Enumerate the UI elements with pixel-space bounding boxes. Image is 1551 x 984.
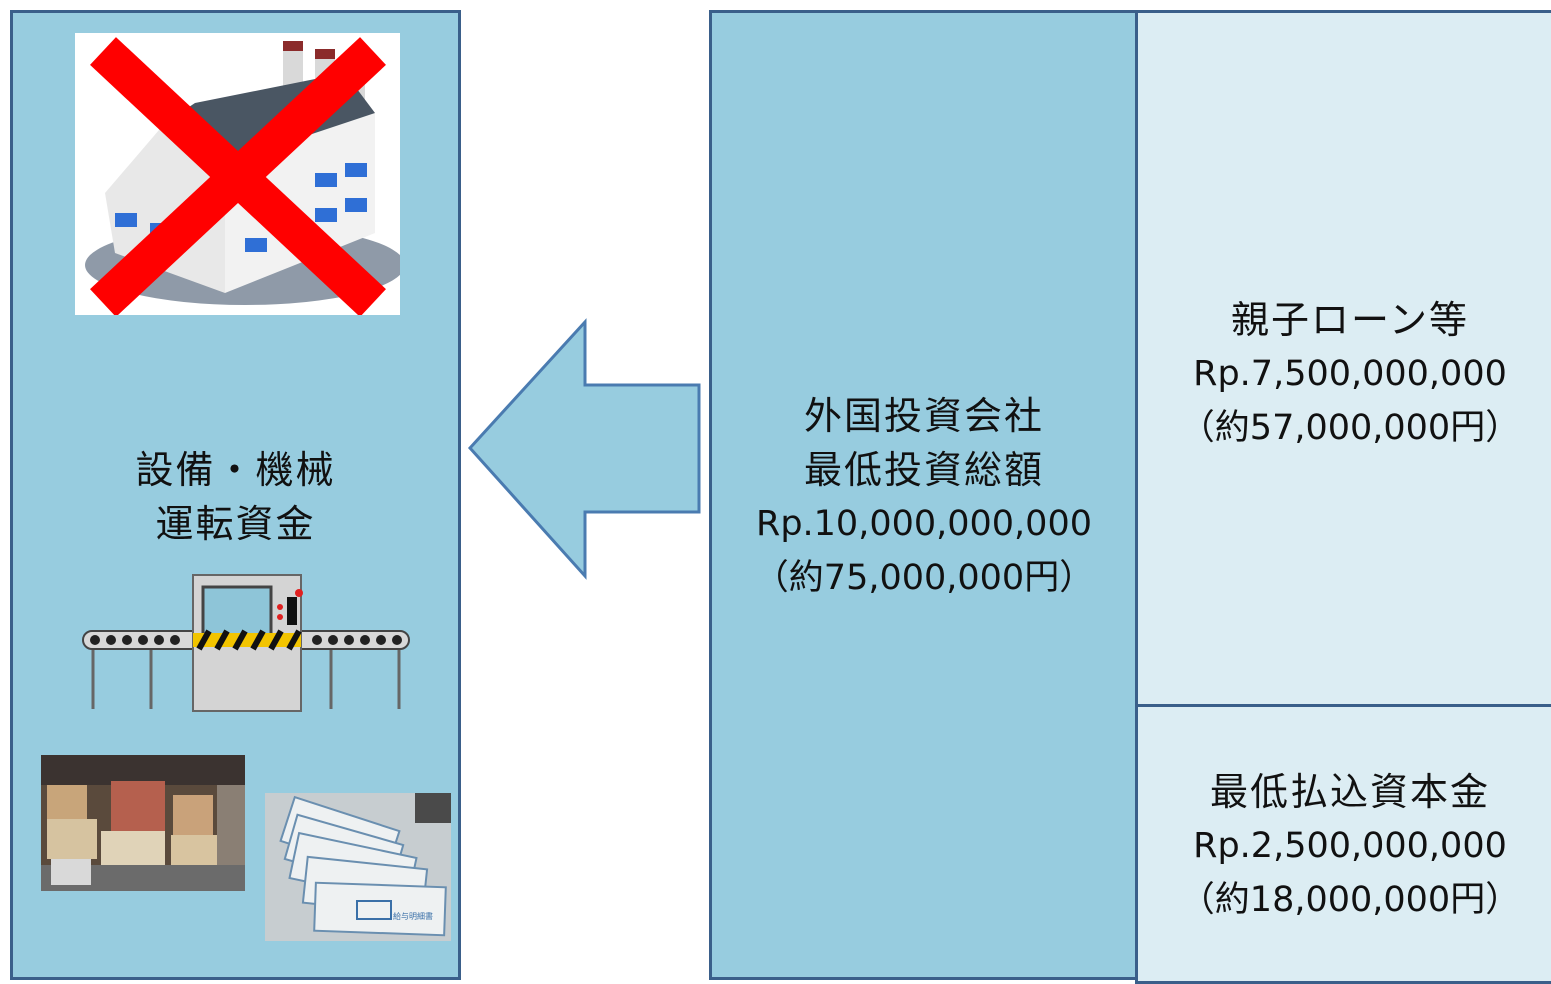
conveyor-machine-icon bbox=[81, 573, 411, 713]
min-total-investment-text: 最低投資総額 bbox=[803, 448, 1044, 492]
min-total-investment-amount: Rp.10,000,000,000 bbox=[756, 504, 1092, 544]
min-total-investment-yen: （約75,000,000円） bbox=[753, 558, 1095, 598]
paid-in-capital-panel: 最低払込資本金 Rp.2,500,000,000 （約18,000,000円） bbox=[1135, 704, 1551, 984]
equipment-machinery-text: 設備・機械 bbox=[135, 448, 336, 492]
parent-loan-yen: （約57,000,000円） bbox=[1179, 408, 1521, 448]
paid-in-capital-yen: （約18,000,000円） bbox=[1179, 880, 1521, 920]
funds-usage-label: 設備・機械 運転資金 bbox=[13, 443, 458, 551]
foreign-investment-panel: 外国投資会社 最低投資総額 Rp.10,000,000,000 （約75,000… bbox=[709, 10, 1139, 980]
parent-loan-block: 親子ローン等 Rp.7,500,000,000 （約57,000,000円） bbox=[1138, 293, 1551, 455]
funds-usage-panel: 設備・機械 運転資金 bbox=[10, 10, 461, 980]
paid-in-capital-block: 最低払込資本金 Rp.2,500,000,000 （約18,000,000円） bbox=[1138, 765, 1551, 927]
working-capital-text: 運転資金 bbox=[155, 502, 316, 546]
foreign-investment-company-text: 外国投資会社 bbox=[803, 394, 1044, 438]
parent-loan-panel: 親子ローン等 Rp.7,500,000,000 （約57,000,000円） bbox=[1135, 10, 1551, 708]
envelope-label: 給与明細書 bbox=[393, 912, 433, 921]
payslip-envelopes-icon: 給与明細書 bbox=[265, 793, 451, 941]
warehouse-photo-icon bbox=[41, 755, 245, 891]
min-total-investment-block: 外国投資会社 最低投資総額 Rp.10,000,000,000 （約75,000… bbox=[712, 389, 1136, 605]
parent-loan-title: 親子ローン等 bbox=[1230, 298, 1470, 342]
paid-in-capital-title: 最低払込資本金 bbox=[1209, 770, 1490, 814]
parent-loan-amount: Rp.7,500,000,000 bbox=[1193, 354, 1507, 394]
factory-crossed-icon bbox=[75, 33, 405, 317]
paid-in-capital-amount: Rp.2,500,000,000 bbox=[1193, 826, 1507, 866]
